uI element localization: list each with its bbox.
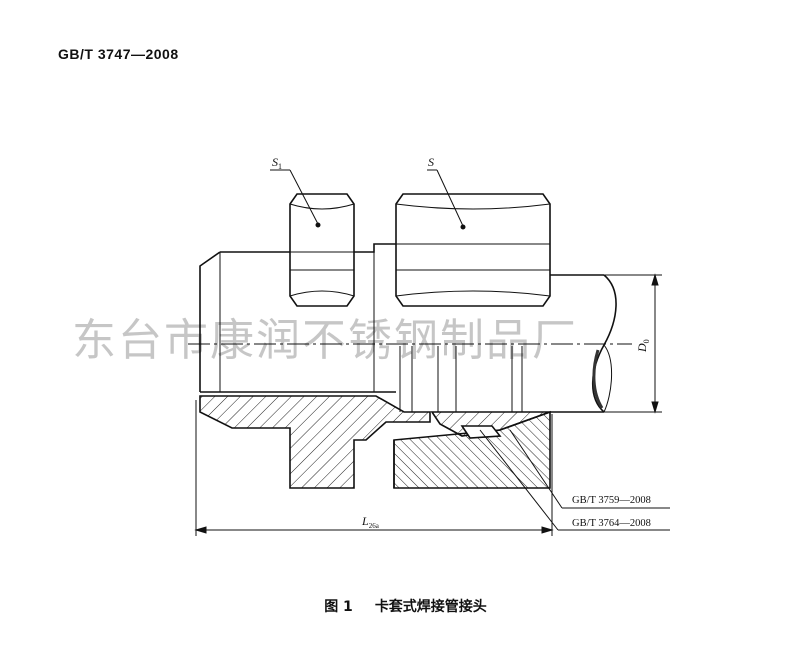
caption-title: 卡套式焊接管接头 (374, 599, 487, 615)
dimension-lines (194, 169, 670, 536)
fitting-section-view (199, 395, 551, 489)
section-left-body (199, 395, 431, 489)
figure-caption: 图 1 卡套式焊接管接头 (0, 596, 811, 616)
fitting-upper-view (199, 193, 604, 413)
d0-label: D0 (635, 339, 651, 353)
section-sleeve (430, 411, 551, 437)
pipe-break-symbol (592, 274, 617, 413)
standard-code-header: GB/T 3747—2008 (58, 46, 179, 62)
l26-label: L26a (361, 514, 380, 530)
watermark-text: 东台市康润不锈钢制品厂 (72, 315, 578, 366)
hex-nut-s1 (289, 193, 355, 307)
reference-gbt-3759: GB/T 3759—2008 (572, 495, 651, 506)
reference-gbt-3764: GB/T 3764—2008 (572, 518, 651, 529)
hex-nut-s (395, 193, 551, 307)
caption-number: 图 1 (324, 599, 353, 615)
s1-label: S1 (272, 155, 282, 171)
s-label: S (428, 155, 434, 169)
svg-text:D0: D0 (635, 339, 651, 353)
